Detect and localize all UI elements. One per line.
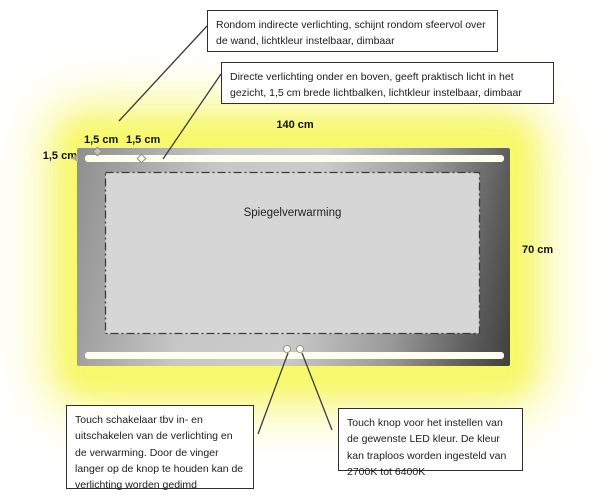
annotation-touch-color: Touch knop voor het instellen van de gew…: [338, 408, 523, 478]
touch-color-dot-icon: [296, 345, 304, 353]
measure-arrow-icon: [71, 154, 78, 162]
top-light-strip: [85, 155, 504, 162]
strip-width-top-label-1: 1,5 cm: [84, 134, 119, 146]
mirror-width-label: 140 cm: [276, 119, 314, 131]
leader-line-direct-light: [162, 73, 222, 160]
annotation-indirect-light: Rondom indirecte verlichting, schijnt ro…: [207, 10, 498, 52]
strip-width-top-label-2: 1,5 cm: [126, 134, 161, 146]
mirror-height-label: 70 cm: [522, 244, 554, 256]
bottom-light-strip: [85, 352, 504, 359]
touch-switch-dot-icon: [283, 345, 291, 353]
annotation-direct-light: Directe verlichting onder en boven, geef…: [221, 62, 554, 104]
annotation-touch-switch: Touch schakelaar tbv in- en uitschakelen…: [66, 405, 254, 491]
leader-line-indirect-light: [118, 25, 208, 122]
mirror-body: [77, 148, 510, 366]
strip-width-left-label: 1,5 cm: [42, 150, 77, 162]
mirror-heating-label: Spiegelverwarming: [243, 207, 342, 219]
